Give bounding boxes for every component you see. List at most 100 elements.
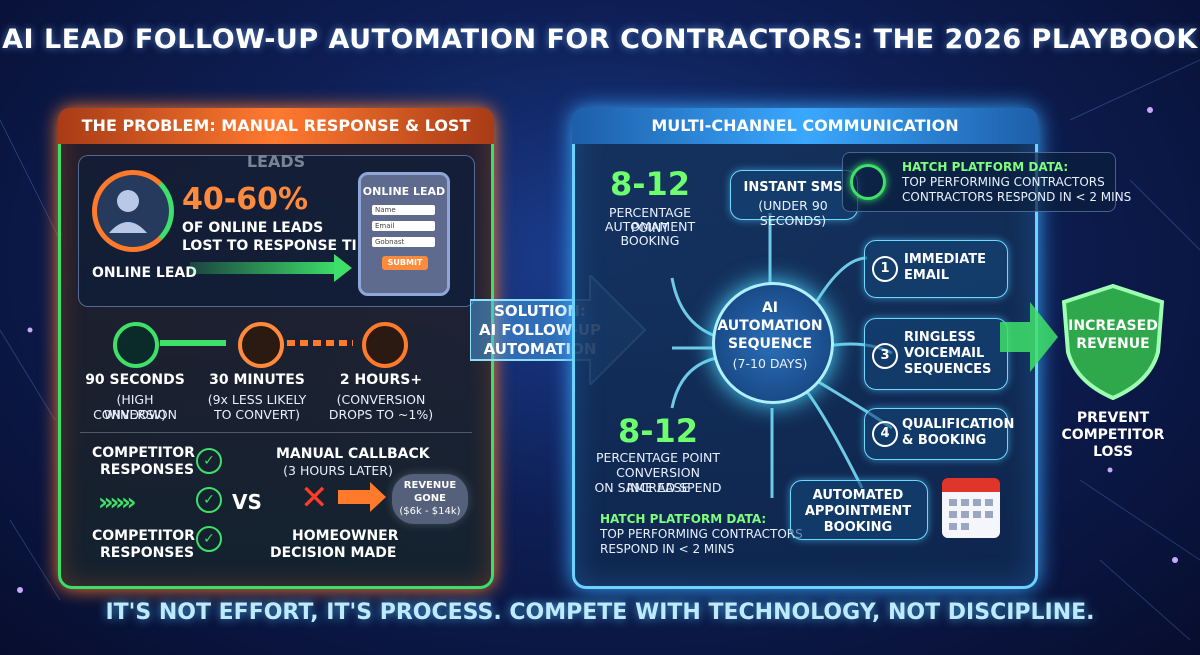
step-qualification-line2: & BOOKING (902, 433, 987, 448)
output-arrow-icon (1000, 302, 1058, 372)
hatch-top-box (842, 152, 1116, 212)
hatch-bottom-line2: RESPOND IN < 2 MINS (600, 542, 735, 556)
orange-arrow-icon (338, 490, 372, 504)
instant-sms-node (730, 170, 858, 220)
lead-arrow-head-icon (334, 254, 352, 282)
revenue-gone-3: ($6k - $14k) (399, 506, 461, 517)
appointment-line2: APPOINTMENT (804, 504, 912, 519)
shield-line2: REVENUE (1076, 336, 1150, 352)
shield-line1: INCREASED (1068, 318, 1158, 334)
time-90s-sub1: (HIGH CONVERSION (93, 392, 177, 422)
online-lead-form (358, 172, 450, 296)
form-submit-button[interactable]: SUBMIT (382, 256, 428, 270)
booking-stat-value: 8-12 (609, 165, 691, 203)
step-qualification-number: 4 (872, 421, 898, 447)
check-icon-2: ✓ (196, 487, 222, 513)
conversion-stat-line1: PERCENTAGE POINT (595, 450, 721, 465)
manual-callback-label: MANUAL CALLBACK (276, 446, 430, 462)
ai-hub-node (712, 282, 834, 404)
lost-leads-line1: OF ONLINE LEADS (182, 220, 324, 236)
clock-icon-90s (113, 322, 159, 368)
solution-line1: SOLUTION: (494, 302, 586, 320)
competitor-top-2: RESPONSES (100, 462, 195, 478)
revenue-gone-1: REVENUE (403, 480, 457, 491)
divider (80, 432, 472, 433)
clock-icon-2h (362, 322, 408, 368)
appointment-booking-node (790, 480, 928, 540)
hatch-bottom-title: HATCH PLATFORM DATA: (600, 512, 767, 526)
lost-leads-line2: LOST TO RESPONSE TIME (182, 238, 381, 254)
hatch-top-line1: TOP PERFORMING CONTRACTORS (902, 175, 1105, 189)
online-lead-label: ONLINE LEAD (92, 265, 197, 281)
step-email-line1: IMMEDIATE (904, 252, 987, 267)
page-title: AI LEAD FOLLOW-UP AUTOMATION FOR CONTRAC… (2, 24, 1198, 55)
prevent-line1: PREVENT (1076, 410, 1150, 426)
homeowner-line2: DECISION MADE (270, 545, 397, 561)
form-email-field[interactable]: Email (372, 221, 435, 231)
form-third-field[interactable]: Gobnast (372, 237, 435, 247)
time-30m-sub1: (9x LESS LIKELY (207, 392, 307, 407)
sms-line1: INSTANT SMS (743, 180, 843, 195)
booking-stat-line1: PERCENTAGE POINT (608, 205, 692, 235)
conversion-stat-line3: ON SAME AD SPEND (594, 480, 722, 495)
hatch-bottom-line1: TOP PERFORMING CONTRACTORS (600, 527, 803, 541)
step-voicemail-number: 3 (872, 343, 898, 369)
check-icon-1: ✓ (196, 448, 222, 474)
lead-arrow-icon (190, 262, 340, 274)
hub-line1: AI (761, 300, 779, 316)
user-avatar-icon (92, 170, 174, 252)
check-icon-3: ✓ (196, 526, 222, 552)
step-voicemail-line3: SEQUENCES (904, 362, 992, 377)
solution-line3: AUTOMATION (483, 340, 597, 358)
time-30m-sub2: TO CONVERT) (213, 407, 301, 422)
shield-icon (1061, 283, 1165, 401)
step-email-number: 1 (872, 256, 898, 282)
timeline-arrow-green-icon (160, 340, 226, 346)
step-email-node (864, 240, 1008, 298)
lost-leads-stat: 40-60% (182, 182, 309, 217)
time-2h-sub1: (CONVERSION (336, 392, 426, 407)
form-title: ONLINE LEAD (362, 185, 446, 198)
clock-icon-30m (238, 322, 284, 368)
revenue-gone-cloud (392, 474, 468, 524)
appointment-line1: AUTOMATED (812, 488, 904, 503)
solution-line2: AI FOLLOW-UP (478, 321, 601, 339)
hub-line3: SEQUENCE (727, 336, 813, 352)
manual-callback-sub: (3 HOURS LATER) (283, 463, 393, 478)
sms-line2: (UNDER 90 SECONDS) (758, 198, 828, 228)
hatch-top-title: HATCH PLATFORM DATA: (902, 160, 1069, 174)
prevent-line3: LOSS (1093, 444, 1133, 460)
form-name-field[interactable]: Name (372, 205, 435, 215)
time-2h-sub2: DROPS TO ~1%) (328, 407, 434, 422)
competitor-bottom-1: COMPETITOR (92, 528, 195, 544)
homeowner-line1: HOMEOWNER (292, 528, 399, 544)
chevron-arrows-icon: »»» (98, 488, 136, 516)
calendar-icon (942, 478, 1000, 538)
timeline-arrow-orange-icon (287, 340, 353, 346)
orange-arrow-head-icon (370, 482, 386, 512)
competitor-bottom-2: RESPONSES (100, 545, 195, 561)
step-qualification-line1: QUALIFICATION (902, 417, 1015, 432)
prevent-line2: COMPETITOR (1061, 427, 1165, 443)
revenue-gone-2: GONE (414, 493, 446, 504)
conversion-stat-value: 8-12 (617, 412, 699, 450)
step-voicemail-line2: VOICEMAIL (904, 346, 985, 361)
step-email-line2: EMAIL (904, 268, 949, 283)
competitor-top-1: COMPETITOR (92, 445, 195, 461)
footer-tagline: IT'S NOT EFFORT, IT'S PROCESS. COMPETE W… (105, 600, 1095, 625)
time-30m-label: 30 MINUTES (209, 372, 305, 388)
time-90s-label: 90 SECONDS (85, 372, 185, 388)
hatch-top-line2: CONTRACTORS RESPOND IN < 2 MINS (902, 190, 1132, 204)
appointment-line3: BOOKING (823, 520, 893, 535)
step-voicemail-line1: RINGLESS (904, 330, 976, 345)
target-icon (850, 164, 886, 200)
booking-stat-line2: AUTOMAMENT (604, 219, 696, 234)
conversion-stat-line2: CONVERSION INCREASE (616, 465, 700, 495)
time-2h-label: 2 HOURS+ (339, 372, 423, 388)
hub-line2: AUTOMATION (717, 318, 823, 334)
time-90s-sub2: WINDOW) (103, 407, 167, 422)
booking-stat-line3: BOOKING (620, 233, 680, 248)
hub-line4: (7-10 DAYS) (732, 356, 808, 371)
red-x-icon: ✕ (300, 478, 329, 518)
